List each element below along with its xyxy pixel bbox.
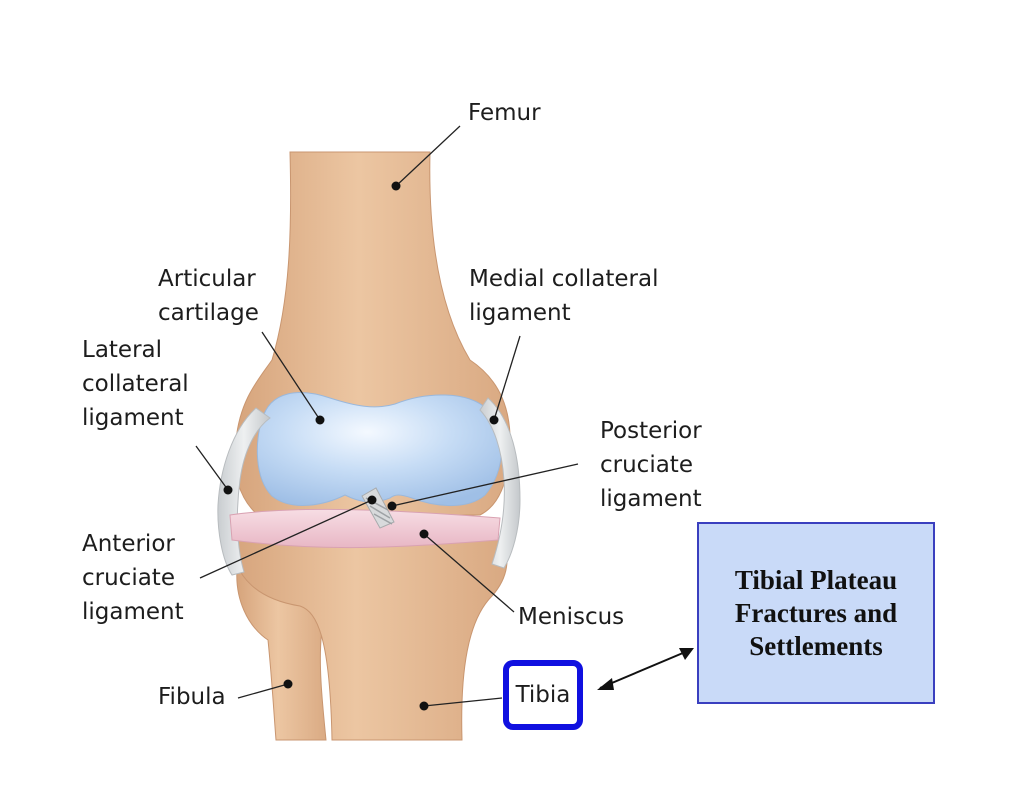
tibia-highlight-box: Tibia [503, 660, 583, 730]
label-medial-collateral-ligament: Medial collateral ligament [469, 266, 659, 326]
label-posterior-cruciate-ligament: Posterior cruciate ligament [600, 418, 702, 512]
label-anterior-cruciate-ligament: Anterior cruciate ligament [82, 531, 184, 625]
label-meniscus: Meniscus [518, 604, 625, 630]
articular-cartilage-shape [256, 392, 503, 506]
label-lateral-collateral-ligament: Lateral collateral ligament [82, 337, 189, 431]
label-fibula: Fibula [158, 684, 226, 710]
meniscus-shape [229, 508, 501, 549]
leader-lines [195, 125, 579, 707]
lateral-collateral-ligament-shape [217, 407, 271, 576]
label-articular-cartilage: Articular cartilage [158, 266, 259, 326]
tibia-bone [231, 537, 508, 741]
tibial-plateau-callout: Tibial Plateau Fractures and Settlements [697, 522, 935, 704]
callout-arrow [597, 648, 694, 690]
label-tibia: Tibia [515, 682, 571, 708]
label-femur: Femur [468, 100, 541, 126]
callout-text: Tibial Plateau Fractures and Settlements [734, 564, 898, 661]
leader-dots [223, 181, 499, 711]
medial-collateral-ligament-shape [479, 397, 521, 569]
